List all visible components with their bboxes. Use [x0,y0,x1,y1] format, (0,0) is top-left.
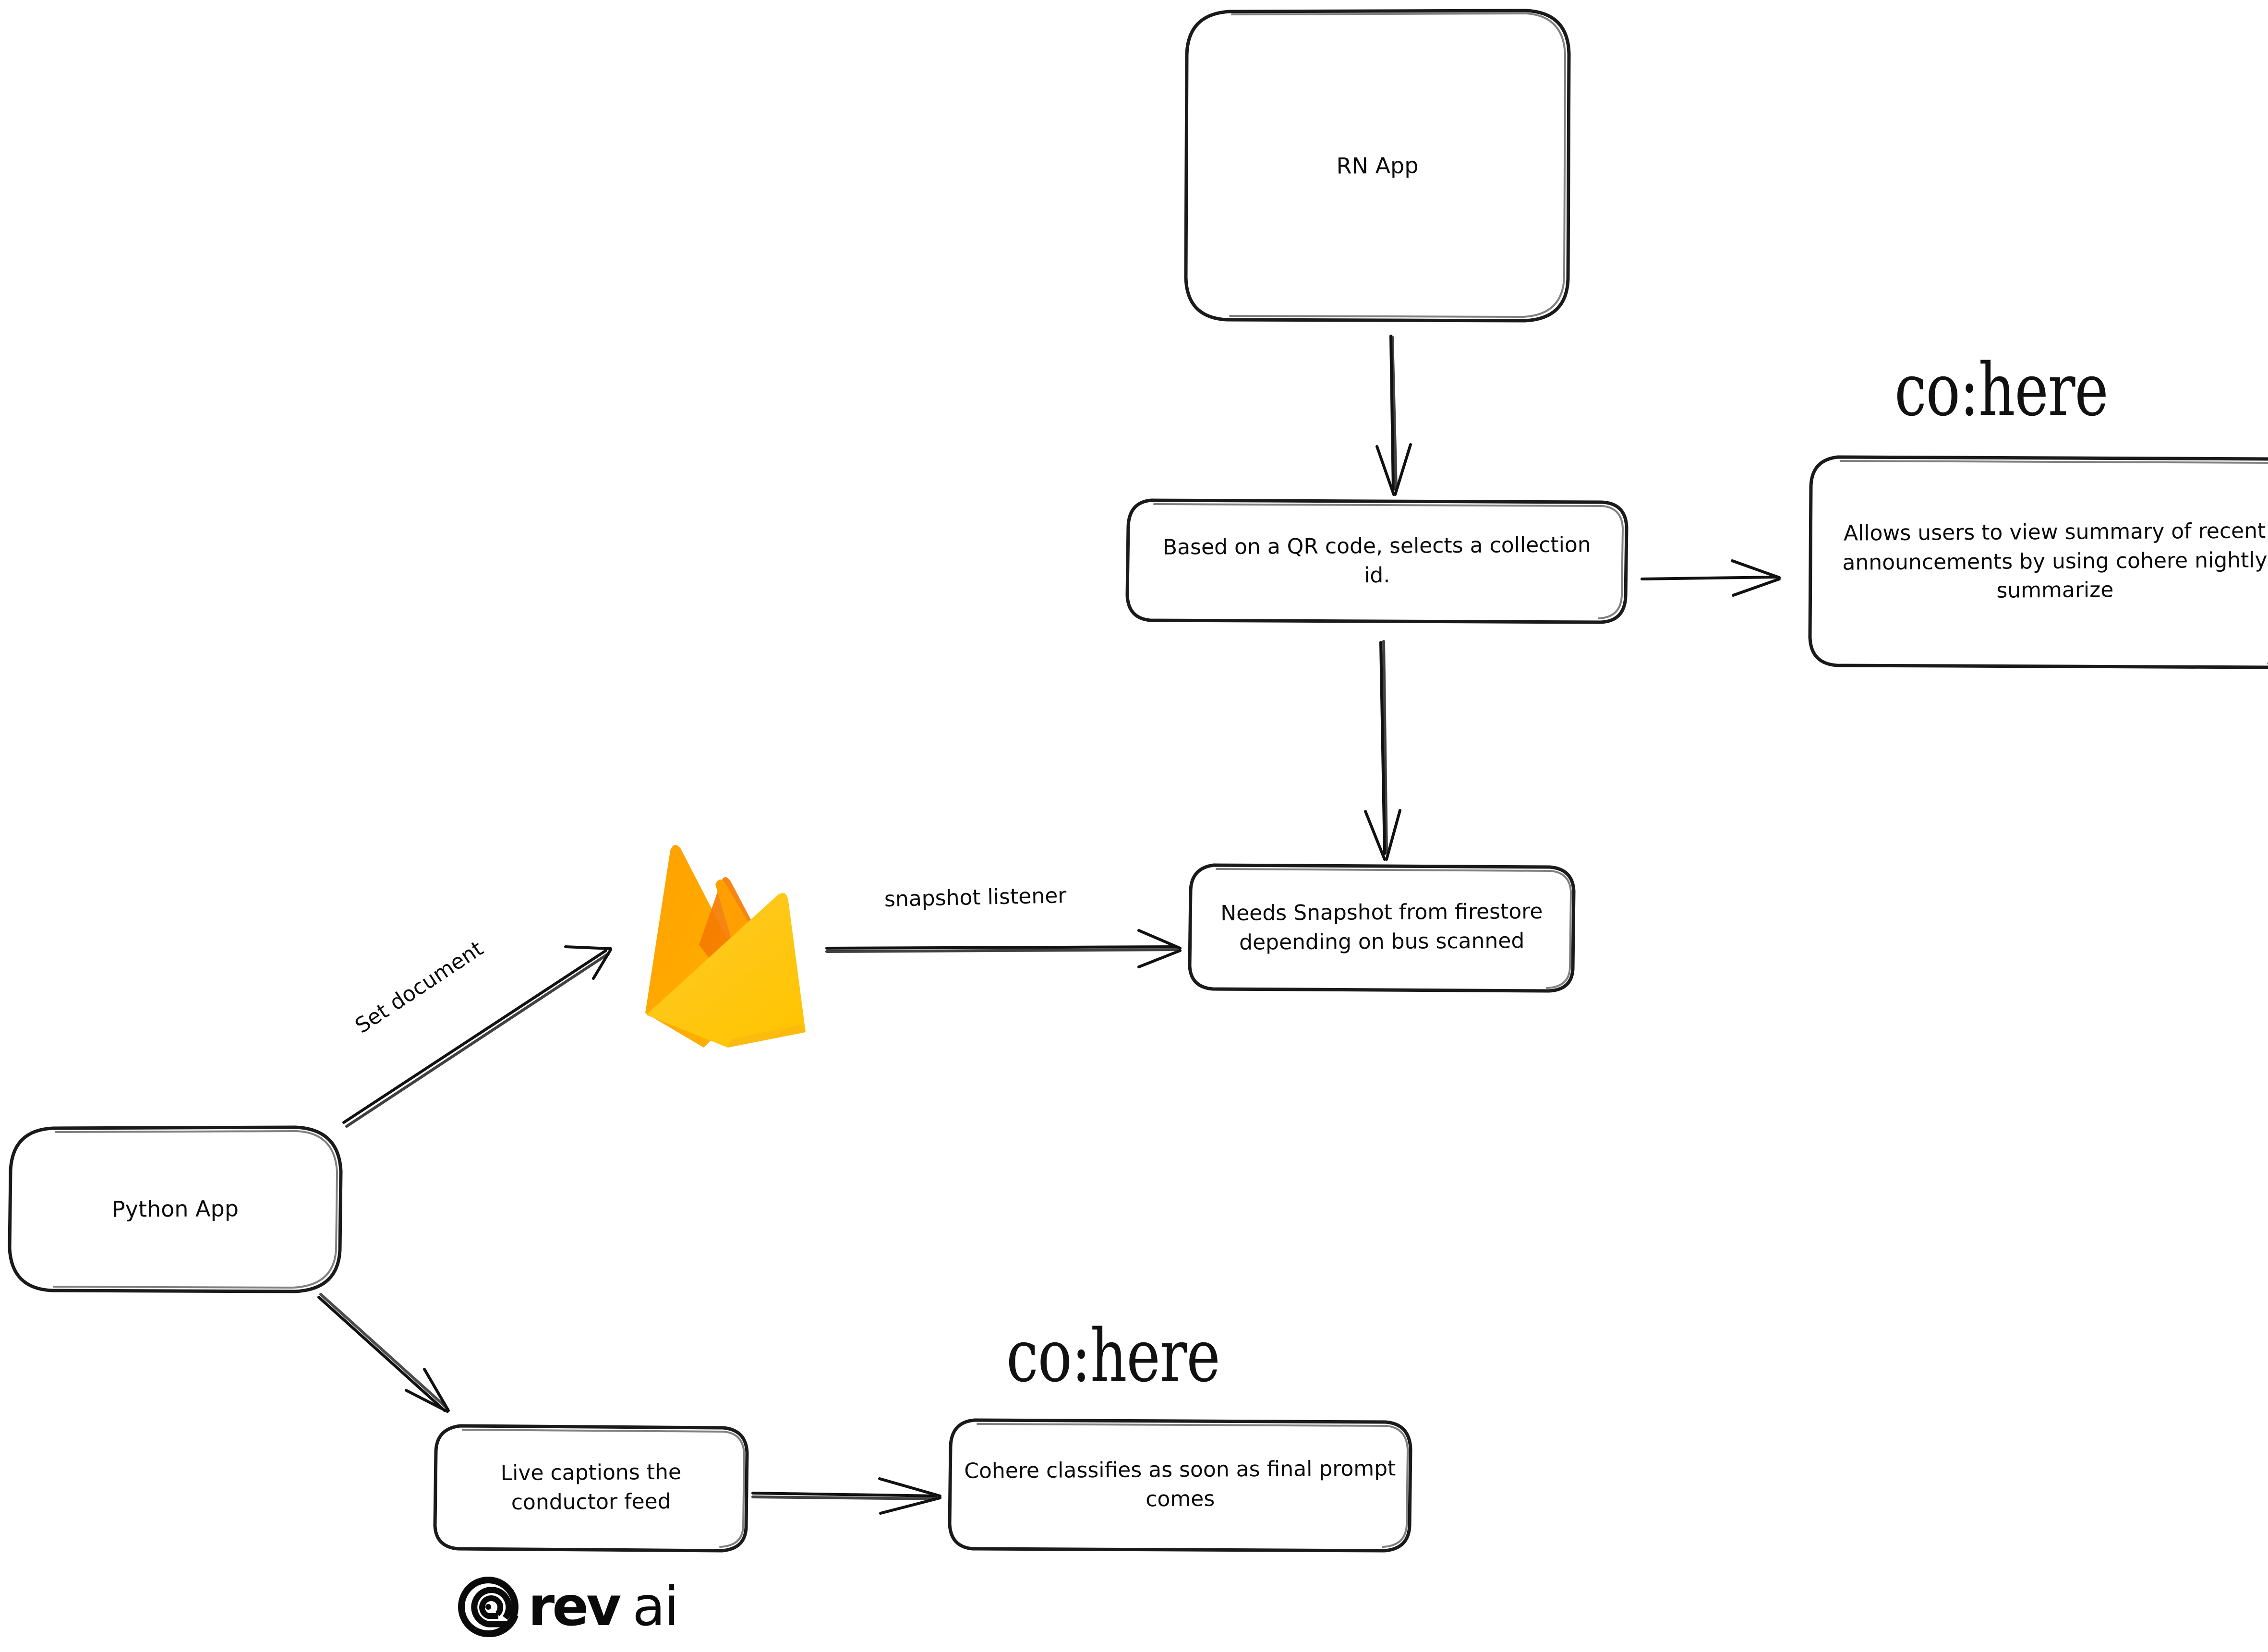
edge-captions-to-classify [751,1477,941,1515]
node-python-app[interactable] [8,1125,343,1293]
cohere-logo-top: co:here [1894,348,2109,433]
edge-firebase-to-snapshot [825,929,1182,968]
edge-qr-to-snapshot [1364,640,1401,861]
node-needs-snapshot[interactable] [1188,863,1576,993]
firebase-flame-icon [642,841,818,1048]
edge-python-to-firebase [342,945,612,1128]
node-cohere-summary[interactable] [1808,455,2268,669]
firebase-flame-svg [645,844,806,1048]
revai-ai-text: ai [632,1576,679,1638]
edge-qr-to-cohere-summary [1641,559,1781,597]
node-qr-select[interactable] [1125,498,1629,624]
revai-spiral-icon [458,1577,519,1638]
node-live-captions[interactable] [433,1424,749,1553]
edge-python-to-captions [317,1293,450,1413]
node-rn-app[interactable] [1184,9,1571,323]
edge-label-snapshot-listener: snapshot listener [884,883,1067,912]
revai-rev-text: rev [528,1576,621,1638]
node-cohere-classify[interactable] [948,1418,1412,1553]
edge-rn-to-qr [1375,335,1412,496]
revai-logo: rev ai [457,1576,679,1638]
cohere-logo-bottom: co:here [1006,1314,1220,1399]
